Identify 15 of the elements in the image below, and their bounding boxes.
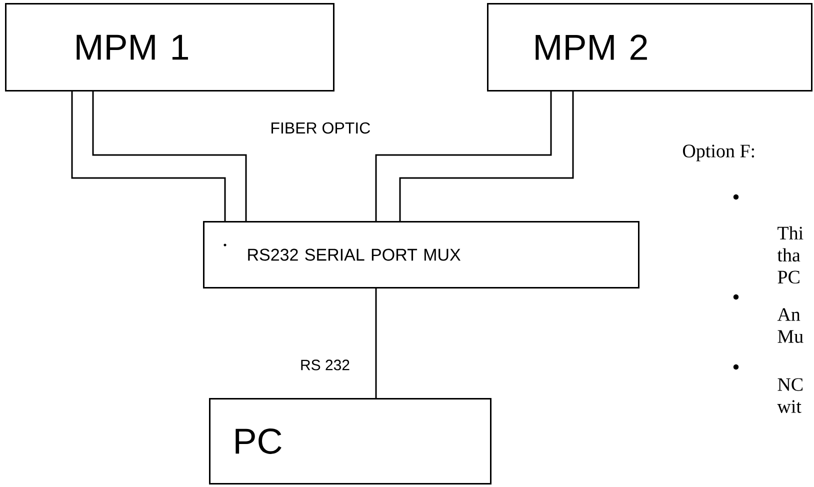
cable-line: [92, 92, 247, 221]
cable-line: [375, 92, 552, 221]
note-text: Thi tha PC: [777, 226, 804, 284]
note-text: Option F:: [682, 144, 754, 162]
note-text: FIBER OPTIC: [272, 122, 370, 134]
note-text: NC wit: [777, 378, 803, 413]
cable-line: [399, 92, 574, 221]
cable-line: [71, 92, 226, 221]
device-box: MPM 1: [5, 3, 334, 92]
device-box: MPM 2: [487, 3, 812, 92]
device-box: PC: [209, 398, 492, 484]
cable-line: [375, 288, 377, 398]
edge-label: RS 232: [299, 358, 352, 372]
note-text: An Mu: [777, 308, 804, 343]
device-box: RS232 SERIAL PORT MUX: [203, 221, 640, 288]
